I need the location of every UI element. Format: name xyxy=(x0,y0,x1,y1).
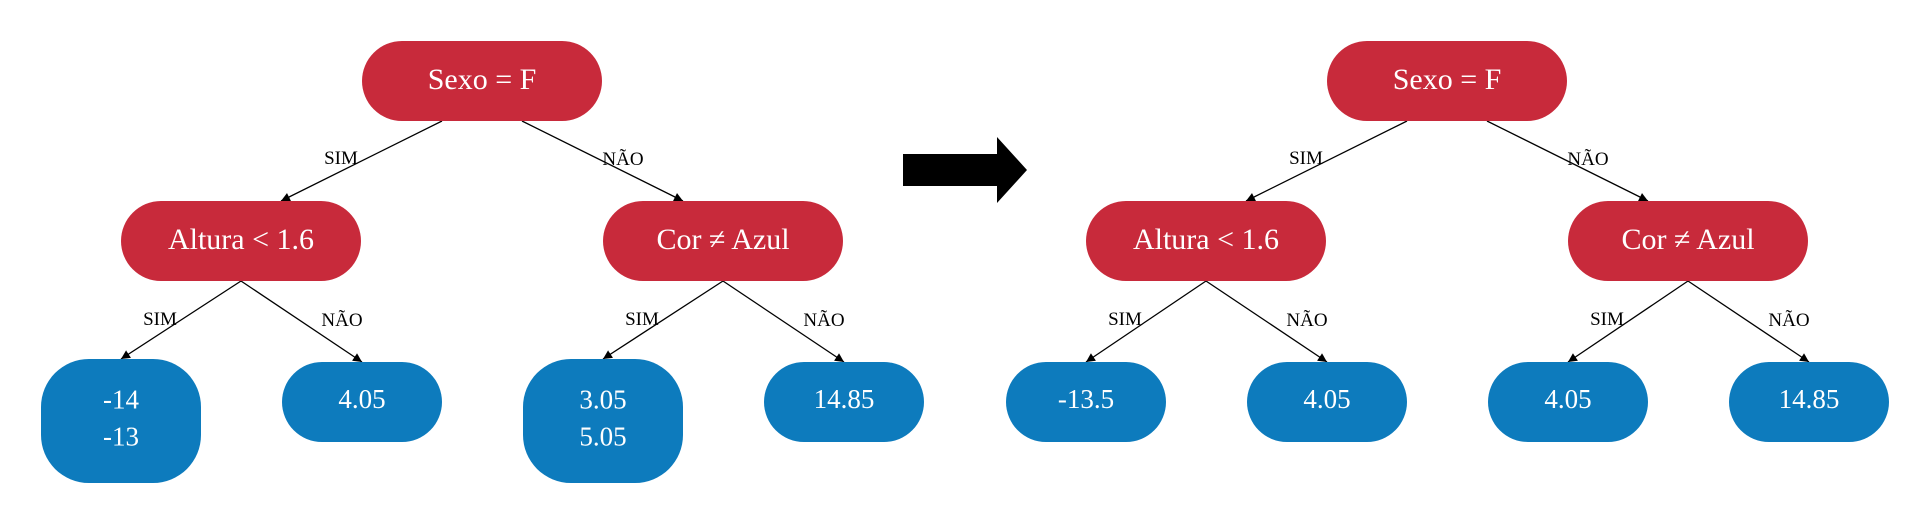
tree-2-leaf-3-shape xyxy=(1488,362,1648,442)
tree-1-leaf-2-shape xyxy=(282,362,442,442)
tree-1-root-node: Sexo = F xyxy=(362,41,602,121)
tree-2-node-2-no-connector xyxy=(1687,280,1810,363)
tree-2-leaf-1-value-1: -13.5 xyxy=(1058,384,1114,414)
tree-1-left-node-text: Altura < 1.6 xyxy=(168,223,314,256)
tree-1-left-node: Altura < 1.6 xyxy=(121,201,361,281)
tree-2-left-node-shape xyxy=(1086,201,1326,281)
tree-2-left-node: Altura < 1.6 xyxy=(1086,201,1326,281)
tree-1-leaf-4: 14.85 xyxy=(764,362,924,442)
tree-1-left-node-shape xyxy=(121,201,361,281)
tree-2-leaf-4-shape xyxy=(1729,362,1889,442)
tree-2-node-1-no-label: NÃO xyxy=(1286,309,1327,331)
tree-1-root-node-shape xyxy=(362,41,602,121)
tree-2-root-yes-connector xyxy=(1245,120,1408,202)
tree-1-leaf-3: 3.05 5.05 xyxy=(523,359,683,483)
tree-1-leaf-2: 4.05 xyxy=(282,362,442,442)
tree-2-leaf-4: 14.85 xyxy=(1729,362,1889,442)
tree-1-leaf-4-value-1: 14.85 xyxy=(814,384,875,414)
tree-2-leaf-3-value-1: 4.05 xyxy=(1544,384,1591,414)
right-arrow-icon xyxy=(903,137,1027,203)
tree-1-node-2-yes-connector xyxy=(602,280,724,360)
tree-1-right-node-text: Cor ≠ Azul xyxy=(656,223,789,256)
tree-1-node-2-yes-label: SIM xyxy=(625,309,659,330)
tree-2-leaf-3: 4.05 xyxy=(1488,362,1648,442)
tree-1-leaf-2-value-1: 4.05 xyxy=(338,384,385,414)
tree-1-node-1-yes-connector xyxy=(120,280,242,360)
tree-2-leaf-2-value-1: 4.05 xyxy=(1303,384,1350,414)
tree-2-root-no-label: NÃO xyxy=(1567,148,1608,170)
tree-2-root-yes-label: SIM xyxy=(1289,148,1323,169)
tree-1-leaf-1-value-2: -13 xyxy=(103,422,139,452)
tree-2-node-1-no-connector xyxy=(1205,280,1328,363)
tree-2-node-2-yes-label: SIM xyxy=(1590,309,1624,330)
tree-1-leaf-4-shape xyxy=(764,362,924,442)
tree-2-root-node-shape xyxy=(1327,41,1567,121)
tree-1-node-1-no-label: NÃO xyxy=(321,309,362,331)
tree-1-right-node-shape xyxy=(603,201,843,281)
tree-1-leaf-3-shape xyxy=(523,359,683,483)
tree-1-node-2-no-connector xyxy=(722,280,845,363)
tree-1-root-node-text: Sexo = F xyxy=(428,63,537,96)
tree-2-right-node-shape xyxy=(1568,201,1808,281)
tree-2-leaf-1-shape xyxy=(1006,362,1166,442)
tree-2-node-2-yes-connector xyxy=(1567,280,1689,363)
tree-1-root-no-connector xyxy=(521,120,684,202)
tree-2-right-node: Cor ≠ Azul xyxy=(1568,201,1808,281)
tree-1-leaf-1: -14-13 xyxy=(41,359,201,483)
tree-1-root-yes-connector xyxy=(280,120,443,202)
tree-2-right-node-text: Cor ≠ Azul xyxy=(1621,223,1754,256)
tree-2-node-2-no-label: NÃO xyxy=(1768,309,1809,331)
tree-2-root-no-connector xyxy=(1486,120,1649,202)
tree-2-root-node: Sexo = F xyxy=(1327,41,1567,121)
tree-1-leaf-3-value-1: 3.05 xyxy=(579,385,626,415)
tree-2-leaf-2: 4.05 xyxy=(1247,362,1407,442)
tree-2-left-node-text: Altura < 1.6 xyxy=(1133,223,1279,256)
tree-1-leaf-1-shape xyxy=(41,359,201,483)
tree-2-leaf-1: -13.5 xyxy=(1006,362,1166,442)
tree-2-node-1-yes-label: SIM xyxy=(1108,309,1142,330)
tree-1-node-1-yes-label: SIM xyxy=(143,309,177,330)
tree-1-right-node: Cor ≠ Azul xyxy=(603,201,843,281)
tree-1-node-1-no-connector xyxy=(240,280,363,363)
tree-2-leaf-2-shape xyxy=(1247,362,1407,442)
tree-1-root-no-label: NÃO xyxy=(602,148,643,170)
tree-1-leaf-3-value-2: 5.05 xyxy=(579,422,626,452)
tree-1-leaf-1-value-1: -14 xyxy=(103,385,139,415)
tree-1-root-yes-label: SIM xyxy=(324,148,358,169)
tree-1-node-2-no-label: NÃO xyxy=(803,309,844,331)
tree-2-root-node-text: Sexo = F xyxy=(1393,63,1502,96)
tree-2-leaf-4-value-1: 14.85 xyxy=(1779,384,1840,414)
tree-2-node-1-yes-connector xyxy=(1085,280,1207,363)
